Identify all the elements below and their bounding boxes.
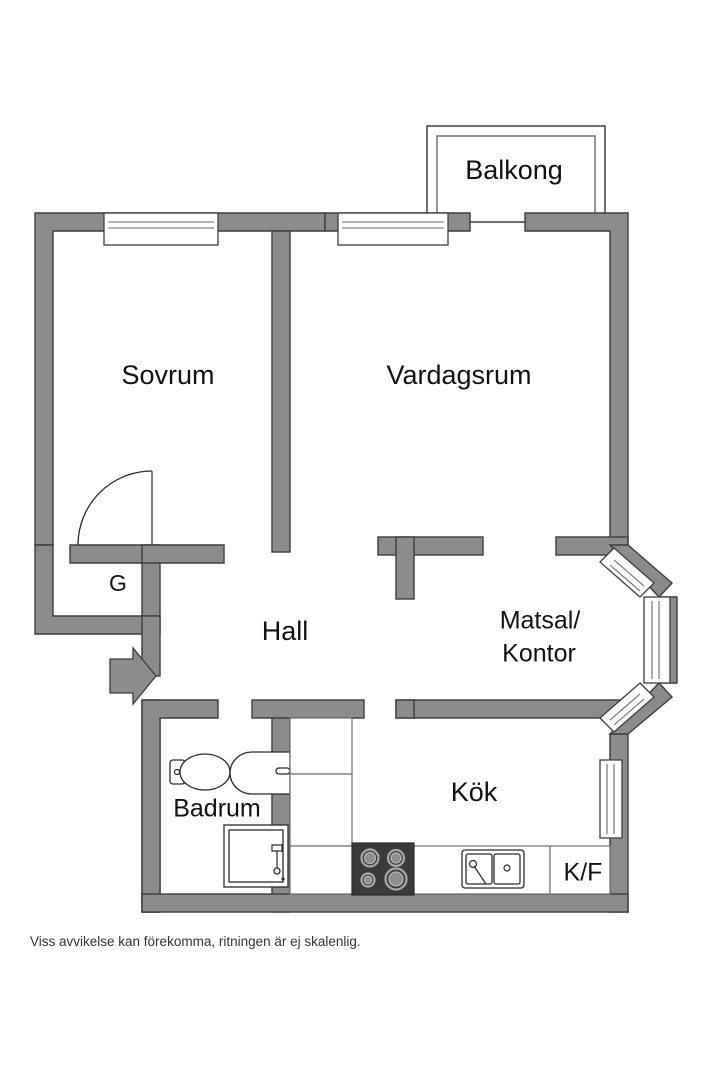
window-sovrum xyxy=(103,212,219,246)
room-label-kylfrys: K/F xyxy=(564,859,603,887)
kitchen-counter xyxy=(289,845,611,895)
shower-icon xyxy=(223,824,289,888)
window-bay-lower xyxy=(599,682,655,733)
kitchen-sink-icon xyxy=(461,849,525,889)
room-label-badrum: Badrum xyxy=(173,795,261,823)
room-label-vardagsrum: Vardagsrum xyxy=(386,360,531,390)
room-label-garderob: G xyxy=(109,570,127,596)
stove-icon xyxy=(351,842,415,896)
room-label-kok: Kök xyxy=(451,777,498,807)
door-swing-icon xyxy=(77,470,153,546)
room-label-matsal: Matsal/ xyxy=(500,607,581,635)
room-label-hall: Hall xyxy=(262,616,309,646)
window-bay-upper xyxy=(599,547,655,598)
room-label-kontor: Kontor xyxy=(502,640,576,668)
room-label-balkong: Balkong xyxy=(465,155,563,185)
washbasin-icon xyxy=(229,751,291,795)
window-bay-center xyxy=(643,596,671,684)
balcony-outline xyxy=(426,125,606,223)
window-vardagsrum xyxy=(337,212,449,246)
window-kitchen xyxy=(599,759,623,839)
hall-cabinets xyxy=(289,717,353,847)
entrance-arrow-icon xyxy=(109,646,157,706)
disclaimer-text: Viss avvikelse kan förekomma, ritningen … xyxy=(30,934,361,949)
room-label-sovrum: Sovrum xyxy=(121,360,214,390)
toilet-icon xyxy=(169,753,231,791)
